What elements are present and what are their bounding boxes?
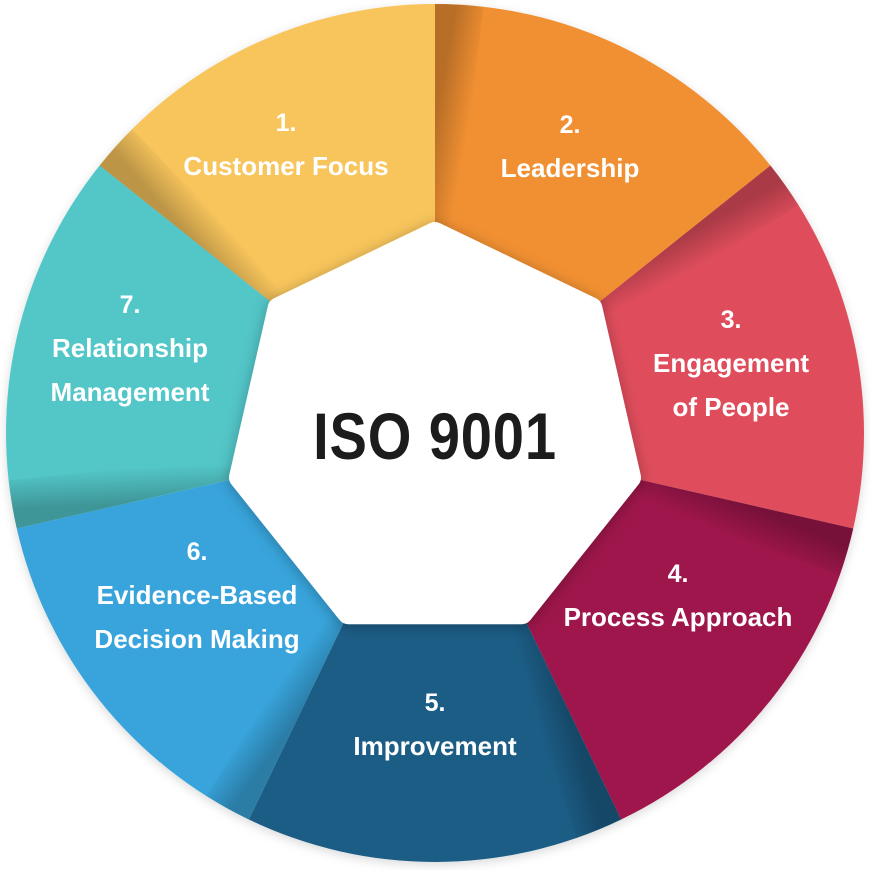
segment-labels-group: 1. Customer Focus 2. Leadership 3. Engagement…: [51, 109, 810, 761]
segment-number: 7.: [120, 291, 141, 319]
segment-label-line: Relationship: [52, 333, 208, 363]
segment-3-label: 3. Engagement of People: [653, 306, 809, 422]
segment-5-edge-shadow: [499, 613, 622, 839]
segment-label-line: Management: [51, 377, 210, 407]
segment-edge-shadows: [8, 4, 854, 839]
segment-label-line: Evidence-Based: [97, 580, 298, 610]
segment-4-edge-shadow: [616, 477, 854, 576]
segment-number: 6.: [187, 538, 208, 566]
segment-4-label: 4. Process Approach: [564, 560, 793, 632]
segment-label-line: Engagement: [653, 348, 809, 378]
segment-number: 5.: [425, 689, 446, 717]
segment-1-label: 1. Customer Focus: [183, 109, 388, 181]
segment-label-line: Customer Focus: [183, 151, 388, 181]
segment-label-line: Decision Making: [94, 624, 299, 654]
segment-7-edge-shadow: [8, 456, 245, 529]
center-title: ISO 9001: [313, 400, 557, 473]
segment-3-edge-shadow: [591, 165, 799, 330]
segment-7-relationship-management: [5, 165, 279, 529]
segment-number: 1.: [276, 109, 297, 137]
segment-2-label: 2. Leadership: [501, 111, 640, 183]
segment-2-edge-shadow: [435, 4, 484, 243]
segment-number: 2.: [560, 111, 581, 139]
segment-1-edge-shadow: [99, 129, 299, 309]
segment-5-label: 5. Improvement: [353, 689, 517, 761]
segment-label-line: Process Approach: [564, 602, 793, 632]
segment-label-line: Leadership: [501, 153, 640, 183]
segment-number: 4.: [668, 560, 689, 588]
segment-label-line: of People: [672, 392, 789, 422]
segment-6-edge-shadow: [206, 596, 349, 820]
center-heptagon: [229, 222, 641, 625]
segment-2-leadership: [435, 4, 771, 309]
segment-4-process-approach: [521, 477, 854, 820]
segment-label-line: Improvement: [353, 731, 517, 761]
segment-number: 3.: [721, 306, 742, 334]
